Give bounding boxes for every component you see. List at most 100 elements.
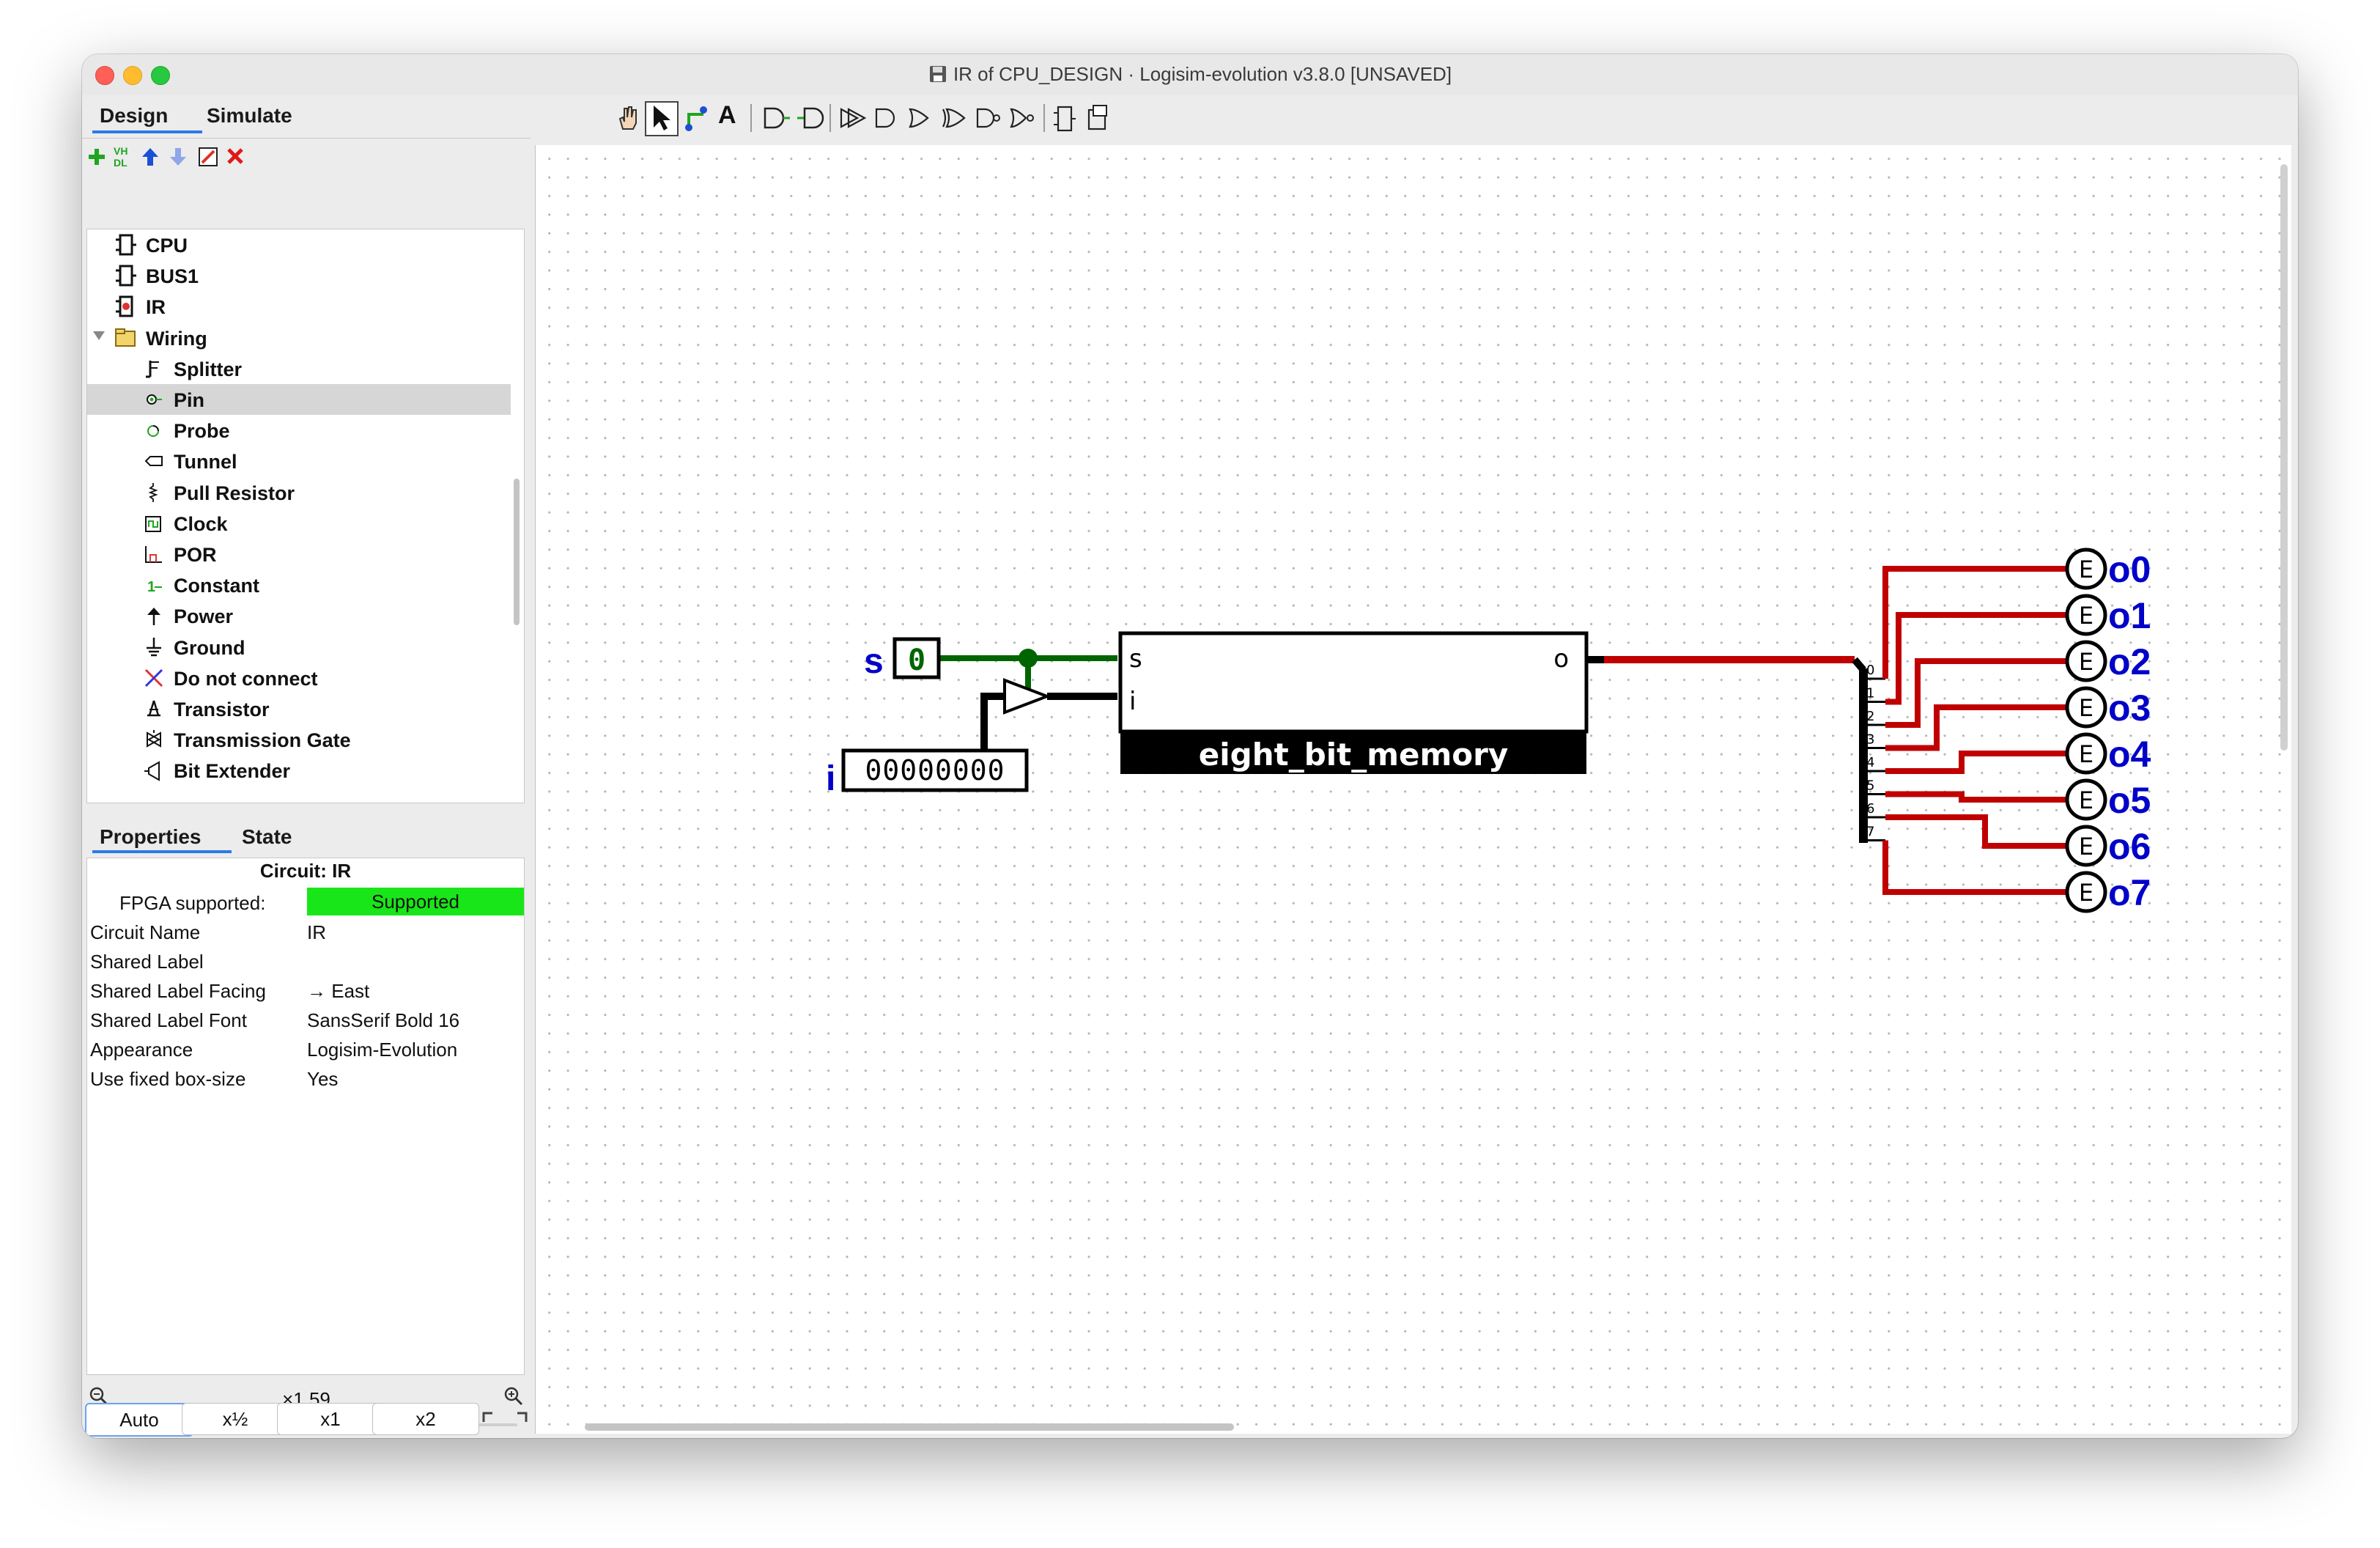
controlled-buffer[interactable]	[1003, 678, 1052, 715]
circuit-icon	[114, 263, 138, 288]
output-wire[interactable]	[1882, 566, 2067, 679]
move-up-icon[interactable]	[141, 147, 160, 167]
tree-item-transmission-gate[interactable]: Transmission Gate	[87, 724, 511, 755]
tree-item-ground[interactable]: Ground	[87, 632, 511, 663]
output-wire[interactable]	[1885, 612, 2067, 705]
zoom-x2-button[interactable]: x2	[372, 1403, 479, 1435]
property-row[interactable]: Shared Label	[87, 946, 524, 976]
move-down-icon[interactable]	[169, 147, 188, 167]
output-wire[interactable]	[1885, 791, 2067, 803]
tree-item-label: Clock	[174, 512, 228, 535]
tree-item-do-not-connect[interactable]: Do not connect	[87, 663, 511, 693]
tree-item-por[interactable]: POR	[87, 539, 511, 570]
output-pin-value: E	[2079, 556, 2093, 583]
output-pin[interactable]	[2065, 871, 2107, 913]
delete-icon[interactable]	[226, 147, 245, 166]
layout-icon[interactable]	[1052, 104, 1077, 133]
nor-gate-icon[interactable]	[1008, 107, 1036, 129]
tree-item-splitter[interactable]: Splitter	[87, 353, 511, 384]
output-pin[interactable]	[2065, 732, 2107, 775]
zoom-auto-button[interactable]: Auto	[85, 1403, 193, 1437]
wire-icon[interactable]	[684, 104, 709, 132]
output-wire[interactable]	[1885, 751, 2067, 774]
output-pin[interactable]	[2065, 686, 2107, 729]
tab-simulate[interactable]: Simulate	[207, 104, 292, 127]
subcircuit-eight-bit-memory[interactable]: s i o eight_bit_memory	[1118, 631, 1589, 774]
tree-item-label: Constant	[174, 575, 259, 597]
property-row[interactable]: Shared Label Facing→ East	[87, 976, 524, 1005]
tree-item-bus1[interactable]: BUS1	[87, 260, 511, 291]
property-value[interactable]: IR	[307, 921, 326, 943]
poke-icon[interactable]	[616, 104, 640, 132]
output-pin[interactable]	[2065, 778, 2107, 821]
output-pin-value: E	[2079, 833, 2093, 860]
tab-state[interactable]: State	[242, 825, 292, 848]
buffer-icon[interactable]	[838, 107, 868, 129]
splitter-icon	[141, 356, 166, 381]
tree-item-transistor[interactable]: Transistor	[87, 693, 511, 724]
and-gate-icon[interactable]	[873, 107, 898, 129]
tab-design[interactable]: Design	[100, 104, 169, 127]
fullscreen-icon[interactable]	[482, 1412, 528, 1438]
select-icon[interactable]	[651, 104, 673, 132]
xor-gate-icon[interactable]	[941, 107, 967, 129]
property-value[interactable]: Yes	[307, 1068, 339, 1090]
zoom-in-icon[interactable]	[503, 1385, 525, 1407]
input-pin-icon[interactable]	[762, 106, 791, 130]
add-circuit-icon[interactable]	[86, 147, 107, 167]
output-wire[interactable]	[1882, 840, 2067, 895]
vertical-scrollbar[interactable]	[2280, 164, 2288, 751]
tree-item-cpu[interactable]: CPU	[87, 229, 511, 260]
edit-appearance-icon[interactable]	[198, 147, 218, 167]
output-pin[interactable]	[2065, 825, 2107, 867]
output-pin[interactable]	[2065, 594, 2107, 636]
tree-item-tunnel[interactable]: Tunnel	[87, 446, 511, 476]
tree-item-pull-resistor[interactable]: Pull Resistor	[87, 477, 511, 508]
output-wire[interactable]	[1885, 814, 2067, 849]
tree-scrollbar[interactable]	[514, 479, 520, 625]
horizontal-scrollbar[interactable]	[585, 1423, 1234, 1431]
tree-item-wiring[interactable]: Wiring	[87, 322, 511, 353]
property-value[interactable]: → East	[307, 980, 370, 1002]
output-pin[interactable]	[2065, 640, 2107, 682]
tree-item-bit-extender[interactable]: Bit Extender	[87, 755, 511, 786]
chevron-down-icon[interactable]	[93, 331, 105, 340]
tab-properties[interactable]: Properties	[100, 825, 202, 848]
minimize-window-button[interactable]	[123, 66, 142, 85]
output-wire[interactable]	[1885, 704, 2067, 751]
appearance-icon[interactable]	[1084, 104, 1109, 133]
tree-item-clock[interactable]: Clock	[87, 508, 511, 539]
property-key: Shared Label	[90, 951, 204, 973]
zoom-x1-button[interactable]: x1	[277, 1403, 384, 1435]
tree-item-probe[interactable]: Probe	[87, 415, 511, 446]
close-window-button[interactable]	[95, 66, 114, 85]
or-gate-icon[interactable]	[907, 107, 932, 129]
zoom-window-button[interactable]	[151, 66, 170, 85]
zoom-half-button[interactable]: x½	[182, 1403, 289, 1435]
property-value[interactable]: SansSerif Bold 16	[307, 1009, 460, 1031]
tree-item-ir[interactable]: IR	[87, 291, 511, 322]
output-pin[interactable]	[2065, 548, 2107, 590]
pin-i[interactable]	[841, 748, 1029, 792]
tree-item-power[interactable]: Power	[87, 600, 511, 631]
property-value[interactable]: Logisim-Evolution	[307, 1039, 458, 1061]
control-wires[interactable]	[940, 649, 1117, 695]
output-pin-icon[interactable]	[796, 106, 825, 130]
logisim-window: IR of CPU_DESIGN · Logisim-evolution v3.…	[82, 54, 2298, 1438]
pin-s[interactable]	[892, 637, 941, 679]
tree-item-pin[interactable]: Pin	[87, 384, 511, 415]
output-wire[interactable]	[1885, 658, 2067, 728]
property-row[interactable]: Use fixed box-size Yes	[87, 1064, 524, 1093]
property-key: Use fixed box-size	[90, 1068, 246, 1090]
text-icon[interactable]: A	[718, 101, 736, 129]
splitter-bit-label: 1	[1866, 686, 1874, 701]
splitter-bit-label: 7	[1866, 825, 1874, 840]
nand-gate-icon[interactable]	[975, 107, 1002, 129]
